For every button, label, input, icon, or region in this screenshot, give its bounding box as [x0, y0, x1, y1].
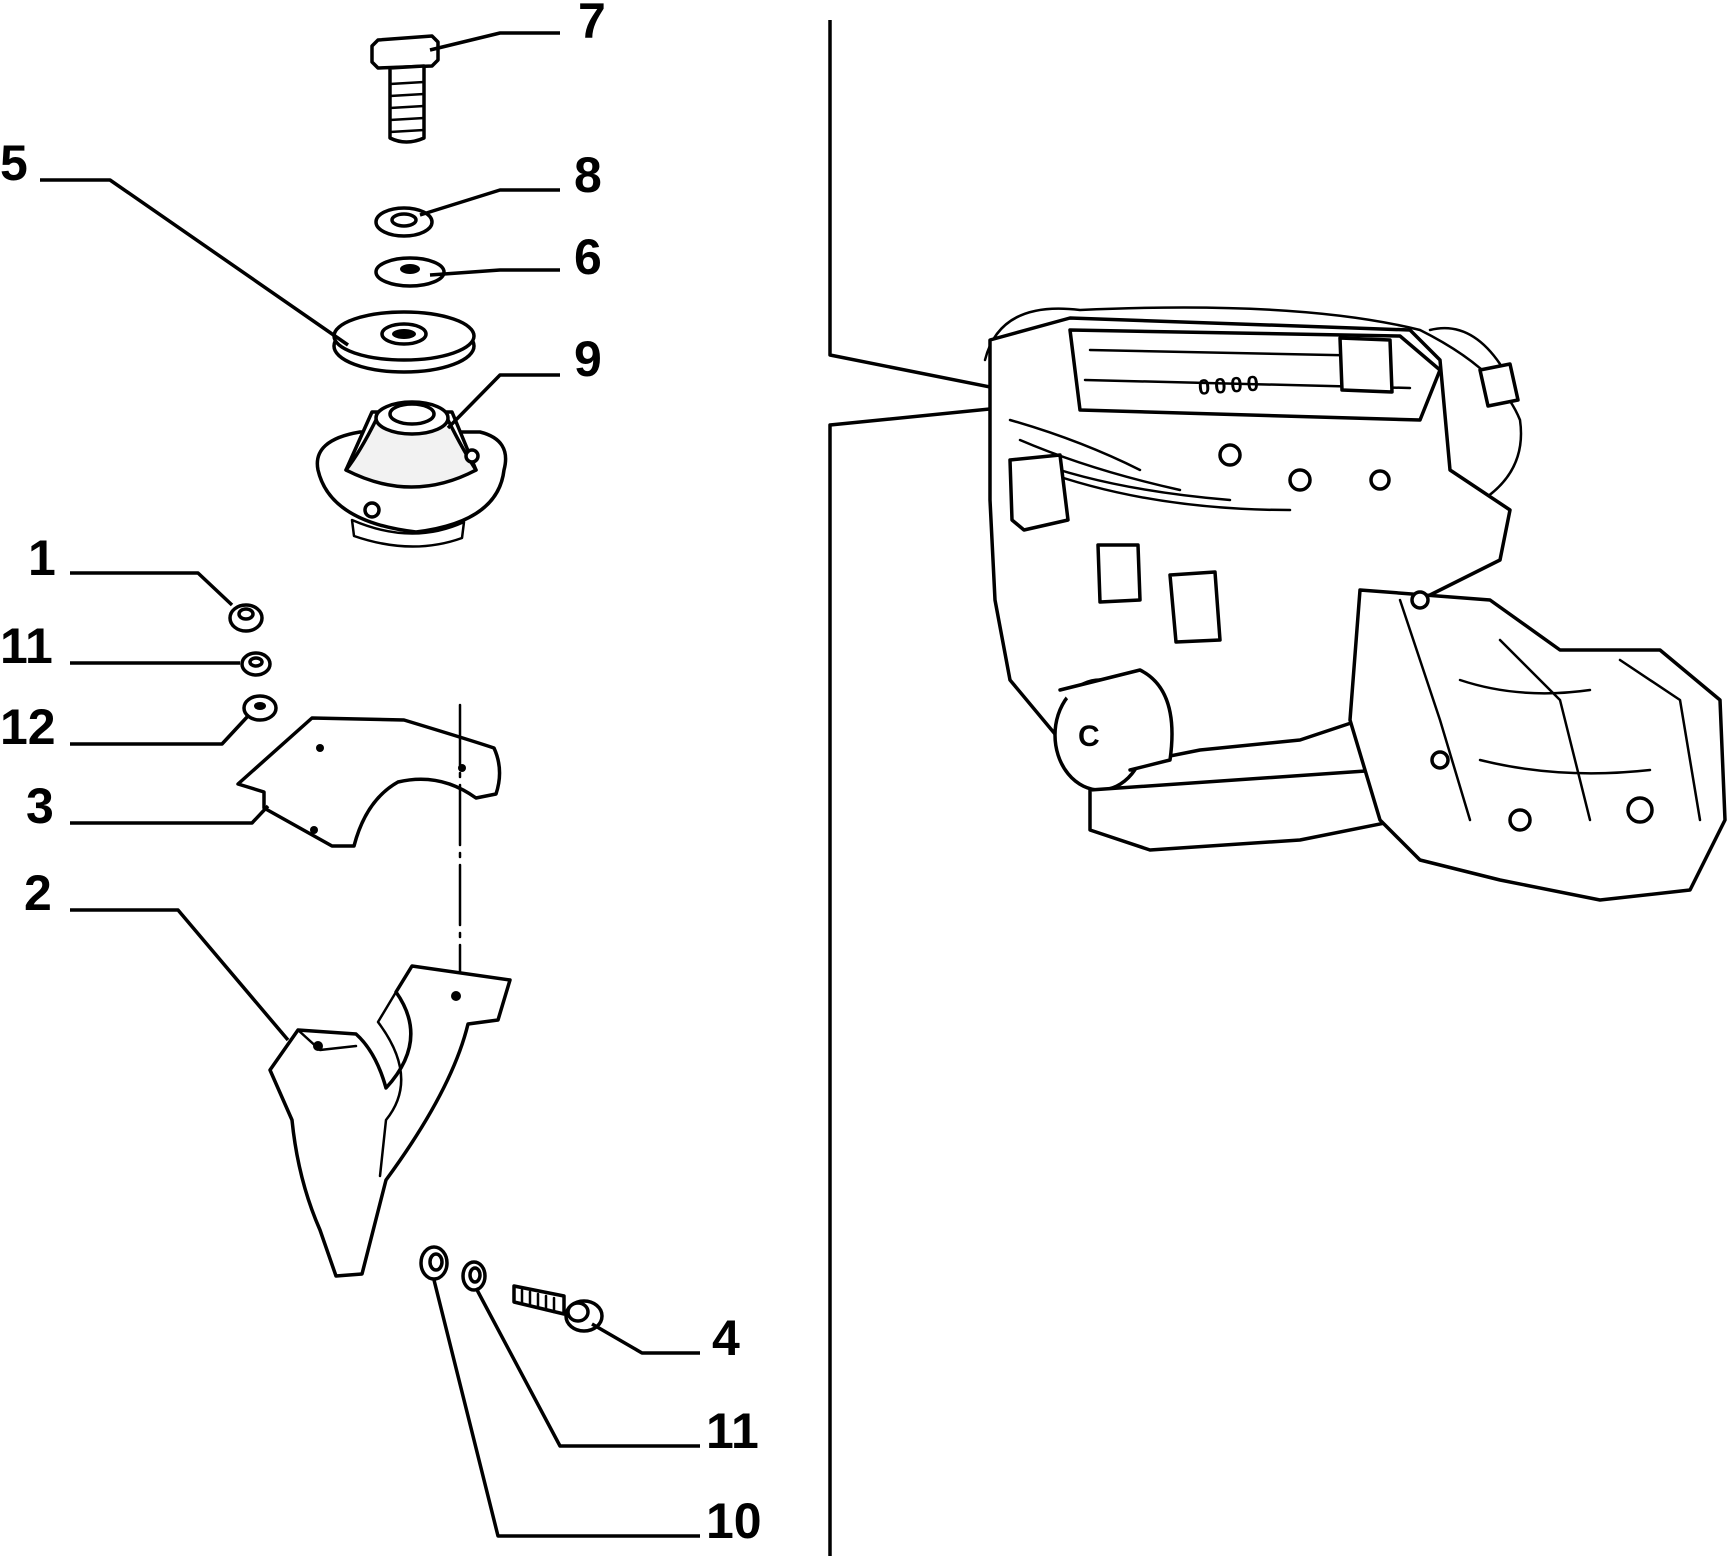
- callout-1: 1: [28, 530, 56, 586]
- callout-4: 4: [712, 1310, 740, 1366]
- part-5-washer-plate: [332, 310, 476, 374]
- callout-12: 12: [0, 699, 56, 755]
- callout-9: 9: [574, 331, 602, 387]
- callout-3: 3: [26, 778, 54, 834]
- engine-overview: 0000 C: [983, 306, 1727, 902]
- callout-10: 10: [706, 1493, 762, 1549]
- part-1-nut: [228, 603, 264, 633]
- callout-8: 8: [574, 147, 602, 203]
- part-7-bolt: [370, 34, 440, 144]
- part-4-bolt: [512, 1284, 604, 1333]
- callout-11-upper: 11: [0, 618, 53, 674]
- callout-6: 6: [574, 229, 602, 285]
- part-11-spring-washer-upper: [240, 651, 272, 677]
- part-12-flat-washer: [242, 694, 278, 722]
- part-2-bracket: [268, 964, 512, 1278]
- callout-2: 2: [24, 865, 52, 921]
- location-pointer: [828, 20, 1021, 1556]
- part-3-plate: [236, 716, 502, 848]
- engine-label: 0000: [1197, 370, 1264, 399]
- callout-7: 7: [578, 0, 606, 49]
- callout-11-lower: 11: [706, 1403, 759, 1459]
- part-10-nut: [419, 1245, 449, 1281]
- callout-5: 5: [0, 135, 28, 191]
- leader-lines: [40, 31, 700, 1538]
- part-8-spring-washer: [374, 206, 434, 238]
- part-9-rubber-mount: [315, 400, 508, 548]
- part-11-spring-washer-lower: [461, 1260, 487, 1292]
- part-6-flat-washer: [374, 256, 446, 288]
- callouts: 7 5 8 6 9 1 11 12 3 2 4 11 10: [0, 0, 762, 1549]
- oil-filter-mark: C: [1078, 720, 1100, 753]
